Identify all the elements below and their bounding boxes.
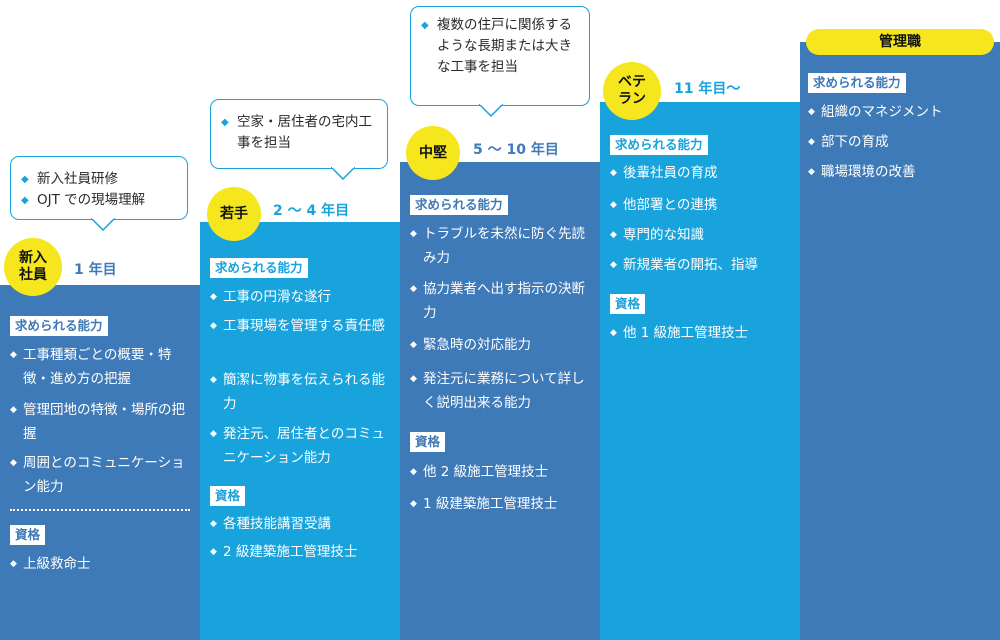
bubble-tail [91, 218, 115, 231]
qualification-label: 資格 [410, 432, 446, 452]
diamond-icon: ◆ [10, 559, 17, 569]
diamond-icon: ◆ [410, 467, 417, 477]
diamond-icon: ◆ [21, 174, 29, 185]
ability-item: ◆専門的な知識 [610, 223, 792, 247]
ability-item: ◆新規業者の開拓、指導 [610, 253, 792, 277]
diamond-icon: ◆ [210, 292, 217, 302]
diamond-icon: ◆ [410, 229, 417, 239]
qualification-item: ◆各種技能講習受講 [210, 512, 392, 536]
bubble-item: ◆新入社員研修 [21, 169, 177, 190]
diamond-icon: ◆ [421, 20, 429, 31]
diamond-icon: ◆ [210, 547, 217, 557]
ability-item: ◆職場環境の改善 [808, 160, 990, 184]
diamond-icon: ◆ [410, 499, 417, 509]
stage-badge-new-employee: 新入 社員 [4, 238, 62, 296]
ability-item: ◆発注元、居住者とのコミュニケーション能力 [210, 422, 392, 470]
ability-item: ◆簡潔に物事を伝えられる能力 [210, 368, 392, 416]
qualification-label: 資格 [610, 294, 646, 314]
diamond-icon: ◆ [10, 458, 17, 468]
diamond-icon: ◆ [808, 167, 815, 177]
diamond-icon: ◆ [808, 107, 815, 117]
ability-label: 求められる能力 [210, 258, 308, 278]
years-label: 2 〜 4 年目 [273, 203, 350, 219]
ability-item: ◆協力業者へ出す指示の決断力 [410, 277, 592, 325]
ability-label: 求められる能力 [808, 73, 906, 93]
ability-item: ◆工事種類ごとの概要・特徴・進め方の把握 [10, 343, 192, 391]
ability-item: ◆工事現場を管理する責任感 [210, 314, 392, 338]
qualification-item: ◆上級救命士 [10, 552, 192, 576]
bubble-item: ◆OJT での現場理解 [21, 190, 177, 211]
speech-bubble: ◆複数の住戸に関係するような長期または大きな工事を担当 [410, 6, 590, 117]
ability-item: ◆部下の育成 [808, 130, 990, 154]
ability-item: ◆周囲とのコミュニケーション能力 [10, 451, 192, 499]
diamond-icon: ◆ [808, 137, 815, 147]
diamond-icon: ◆ [10, 405, 17, 415]
diamond-icon: ◆ [610, 260, 617, 270]
qualification-item: ◆1 級建築施工管理技士 [410, 492, 592, 516]
bubble-item: ◆複数の住戸に関係するような長期または大きな工事を担当 [421, 17, 572, 75]
diamond-icon: ◆ [610, 200, 617, 210]
diamond-icon: ◆ [610, 168, 617, 178]
diamond-icon: ◆ [610, 230, 617, 240]
years-label: 5 〜 10 年目 [473, 142, 559, 158]
speech-bubble: ◆空家・居住者の宅内工事を担当 [210, 99, 388, 180]
stage-badge-veteran: ベテ ラン [603, 62, 661, 120]
years-label: 1 年目 [74, 262, 117, 278]
stage-manager: 求められる能力 ◆組織のマネジメント ◆部下の育成 ◆職場環境の改善 [800, 42, 1000, 640]
diamond-icon: ◆ [21, 195, 29, 206]
qualification-label: 資格 [10, 525, 46, 545]
ability-item: ◆他部署との連携 [610, 193, 792, 217]
qualification-item: ◆他 2 級施工管理技士 [410, 460, 592, 484]
bubble-tail [479, 104, 503, 117]
dotted-divider [10, 509, 190, 511]
stage-mid-level: 求められる能力 ◆トラブルを未然に防ぐ先読み力 ◆協力業者へ出す指示の決断力 ◆… [400, 162, 600, 640]
diamond-icon: ◆ [210, 321, 217, 331]
stage-badge-manager: 管理職 [806, 29, 994, 55]
diamond-icon: ◆ [221, 117, 229, 128]
stage-veteran: 求められる能力 ◆後輩社員の育成 ◆他部署との連携 ◆専門的な知識 ◆新規業者の… [600, 102, 800, 640]
qualification-item: ◆他 1 級施工管理技士 [610, 321, 792, 345]
ability-item: ◆トラブルを未然に防ぐ先読み力 [410, 222, 592, 270]
diamond-icon: ◆ [210, 375, 217, 385]
diamond-icon: ◆ [410, 284, 417, 294]
stage-new-employee: 求められる能力 ◆工事種類ごとの概要・特徴・進め方の把握 ◆管理団地の特徴・場所… [0, 285, 200, 640]
diamond-icon: ◆ [10, 350, 17, 360]
speech-bubble: ◆新入社員研修 ◆OJT での現場理解 [10, 156, 188, 231]
diamond-icon: ◆ [410, 374, 417, 384]
ability-item: ◆後輩社員の育成 [610, 161, 792, 185]
ability-item: ◆緊急時の対応能力 [410, 333, 592, 357]
diamond-icon: ◆ [610, 328, 617, 338]
years-label: 11 年目〜 [674, 81, 741, 97]
stage-badge-junior: 若手 [207, 187, 261, 241]
ability-label: 求められる能力 [610, 135, 708, 155]
bubble-item: ◆空家・居住者の宅内工事を担当 [221, 114, 372, 151]
ability-item: ◆発注元に業務について詳しく説明出来る能力 [410, 367, 592, 415]
stage-junior: 求められる能力 ◆工事の円滑な遂行 ◆工事現場を管理する責任感 ◆簡潔に物事を伝… [200, 222, 400, 640]
diamond-icon: ◆ [410, 340, 417, 350]
diamond-icon: ◆ [210, 519, 217, 529]
qualification-label: 資格 [210, 486, 246, 506]
bubble-tail [331, 167, 355, 180]
stage-badge-mid-level: 中堅 [406, 126, 460, 180]
ability-item: ◆管理団地の特徴・場所の把握 [10, 398, 192, 446]
ability-label: 求められる能力 [410, 195, 508, 215]
ability-label: 求められる能力 [10, 316, 108, 336]
qualification-item: ◆2 級建築施工管理技士 [210, 540, 392, 564]
ability-item: ◆工事の円滑な遂行 [210, 285, 392, 309]
ability-item: ◆組織のマネジメント [808, 100, 990, 124]
diamond-icon: ◆ [210, 429, 217, 439]
